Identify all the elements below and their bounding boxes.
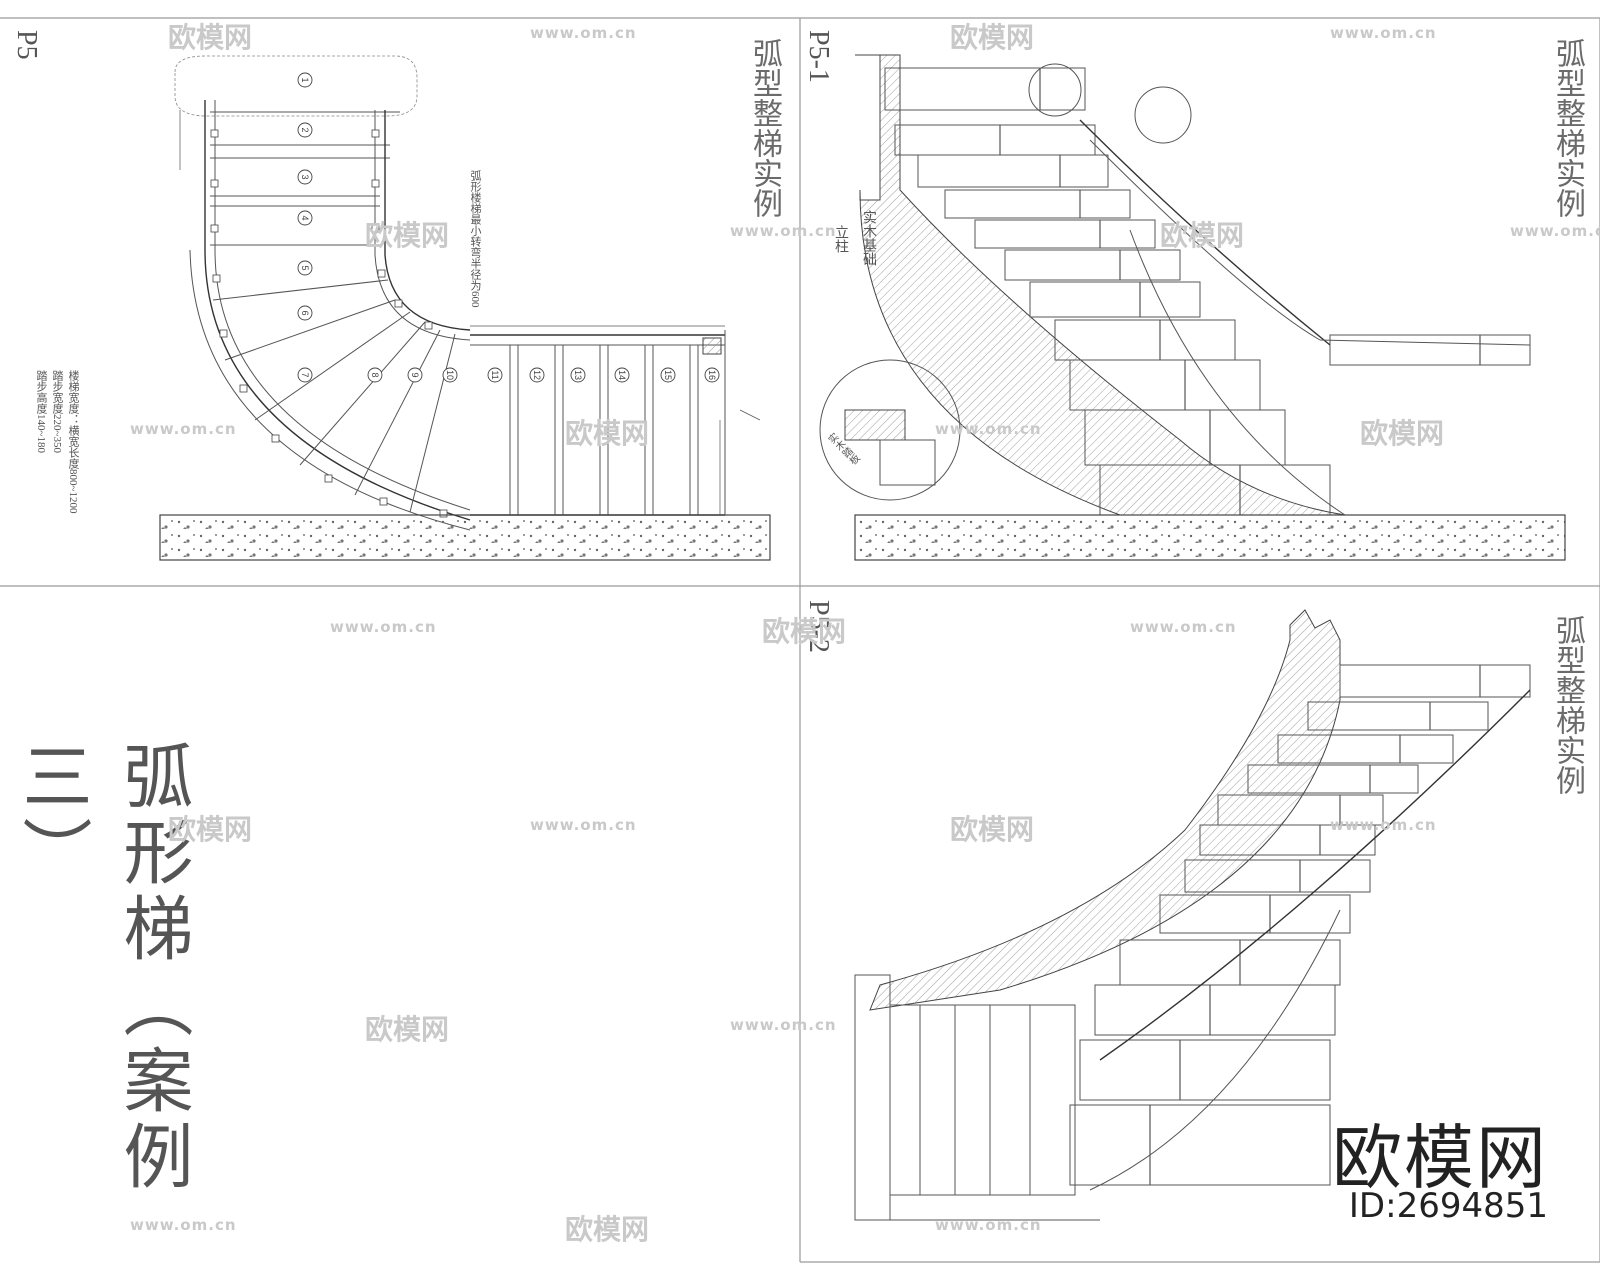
- step-number-circle: [297, 260, 313, 276]
- p5-2-treads: [1069, 664, 1531, 1186]
- watermark-url: www.om.cn: [1330, 816, 1437, 834]
- watermark-brand: 欧模网: [565, 1213, 650, 1246]
- watermark-brand: 欧模网: [1360, 417, 1445, 450]
- p5-dimensions: [179, 110, 761, 515]
- p5-spec-note-1: 楼梯宽度：横宽长度800~1200: [67, 370, 79, 514]
- p5-2-elevation: [854, 609, 1531, 1221]
- step-number-label: 7: [300, 372, 310, 377]
- step-number-circle: [297, 367, 313, 383]
- step-number-label: 16: [707, 370, 717, 380]
- p5-sheet-id: P5: [11, 30, 42, 60]
- step-number-circle: [297, 305, 313, 321]
- step-number-label: 4: [300, 215, 310, 220]
- p5-1-ground-slab: [854, 514, 1566, 561]
- step-number-label: 1: [300, 77, 310, 82]
- step-number-circle: [660, 367, 676, 383]
- step-number-label: 8: [370, 372, 380, 377]
- watermark-url: www.om.cn: [730, 1016, 837, 1034]
- step-number-label: 10: [445, 370, 455, 380]
- p5-ground-slab: [159, 514, 771, 561]
- step-number-circle: [407, 367, 423, 383]
- watermark-brand: 欧模网: [950, 813, 1035, 846]
- step-number-circle: [614, 367, 630, 383]
- p5-2-newel-frame: [854, 974, 891, 1221]
- case-big-title: 弧形梯（案例三）: [12, 740, 190, 1196]
- sheet-frame: [0, 17, 1600, 1263]
- watermark-url: www.om.cn: [130, 1216, 237, 1234]
- p5-spec-note-2: 踏步宽度220~350: [51, 370, 63, 453]
- step-number-label: 5: [300, 265, 310, 270]
- p5-sheet-title: 弧型整梯实例: [748, 38, 781, 218]
- step-number-circle: [297, 169, 313, 185]
- p5-turn-radius-note: 弧形楼梯最小转弯半径为600: [469, 170, 481, 308]
- step-number-label: 9: [410, 372, 420, 377]
- watermark-brand: 欧模网: [762, 615, 847, 648]
- p5-1-wall-section: [855, 54, 1346, 516]
- model-id-label: ID:2694851: [1348, 1186, 1548, 1226]
- step-number-circle: [487, 367, 503, 383]
- watermark-url: www.om.cn: [1130, 618, 1237, 636]
- watermark-url: www.om.cn: [935, 1216, 1042, 1234]
- step-number-label: 12: [532, 370, 542, 380]
- brand-logo-text: 欧模网: [1332, 1117, 1548, 1199]
- step-number-label: 14: [617, 370, 627, 380]
- watermark-brand: 欧模网: [168, 813, 253, 846]
- p5-1-sheet-title: 弧型整梯实例: [1551, 38, 1584, 218]
- step-number-label: 13: [573, 370, 583, 380]
- step-number-circle: [297, 122, 313, 138]
- step-number-label: 6: [300, 310, 310, 315]
- p5-2-sheet-title: 弧型整梯实例: [1551, 615, 1584, 795]
- p5-spec-note-3: 踏步高度140~180: [35, 370, 47, 453]
- p5-post-markers: [210, 129, 448, 518]
- p5-top-treads: [210, 111, 400, 246]
- step-number-circle: [529, 367, 545, 383]
- p5-1-detail-circle-section: [819, 359, 961, 501]
- step-number-circle: [570, 367, 586, 383]
- step-number-label: 15: [663, 370, 673, 380]
- step-number-circle: [297, 210, 313, 226]
- p5-1-base-note: 实木基础: [861, 210, 876, 266]
- watermark-url: www.om.cn: [935, 420, 1042, 438]
- watermark-url: www.om.cn: [1330, 24, 1437, 42]
- p5-1-stringer-note: 立柱: [833, 225, 848, 253]
- p5-1-detail-circle-top: [1028, 63, 1082, 117]
- step-number-circle: [704, 367, 720, 383]
- watermark-url: www.om.cn: [130, 420, 237, 438]
- step-number-circle: [442, 367, 458, 383]
- watermark-brand: 欧模网: [365, 219, 450, 252]
- step-number-label: 3: [300, 174, 310, 179]
- step-number-circle: [367, 367, 383, 383]
- watermark-url: www.om.cn: [730, 222, 837, 240]
- p5-2-wall-section: [869, 609, 1341, 1011]
- p5-1-balusters: [999, 68, 1481, 515]
- watermark-brand: 欧模网: [1160, 219, 1245, 252]
- p5-winder-treads: [212, 279, 456, 513]
- watermark-url: www.om.cn: [1510, 222, 1600, 240]
- watermark-url: www.om.cn: [530, 816, 637, 834]
- p5-1-elevation: [819, 54, 1566, 561]
- watermark-brand: 欧模网: [565, 417, 650, 450]
- watermark-url: www.om.cn: [530, 24, 637, 42]
- watermark-url: www.om.cn: [330, 618, 437, 636]
- step-number-circle: [297, 72, 313, 88]
- watermark-brand: 欧模网: [950, 21, 1035, 54]
- watermark-brand: 欧模网: [168, 21, 253, 54]
- p5-1-detail-circle-callout: [1134, 86, 1192, 144]
- p5-2-balusters: [1149, 665, 1481, 1185]
- step-number-label: 2: [300, 127, 310, 132]
- p5-plan-view: [159, 55, 771, 561]
- p5-1-sheet-id: P5-1: [803, 30, 834, 83]
- p5-1-treads: [884, 67, 1531, 516]
- watermark-brand: 欧模网: [365, 1013, 450, 1046]
- step-number-label: 11: [490, 370, 500, 379]
